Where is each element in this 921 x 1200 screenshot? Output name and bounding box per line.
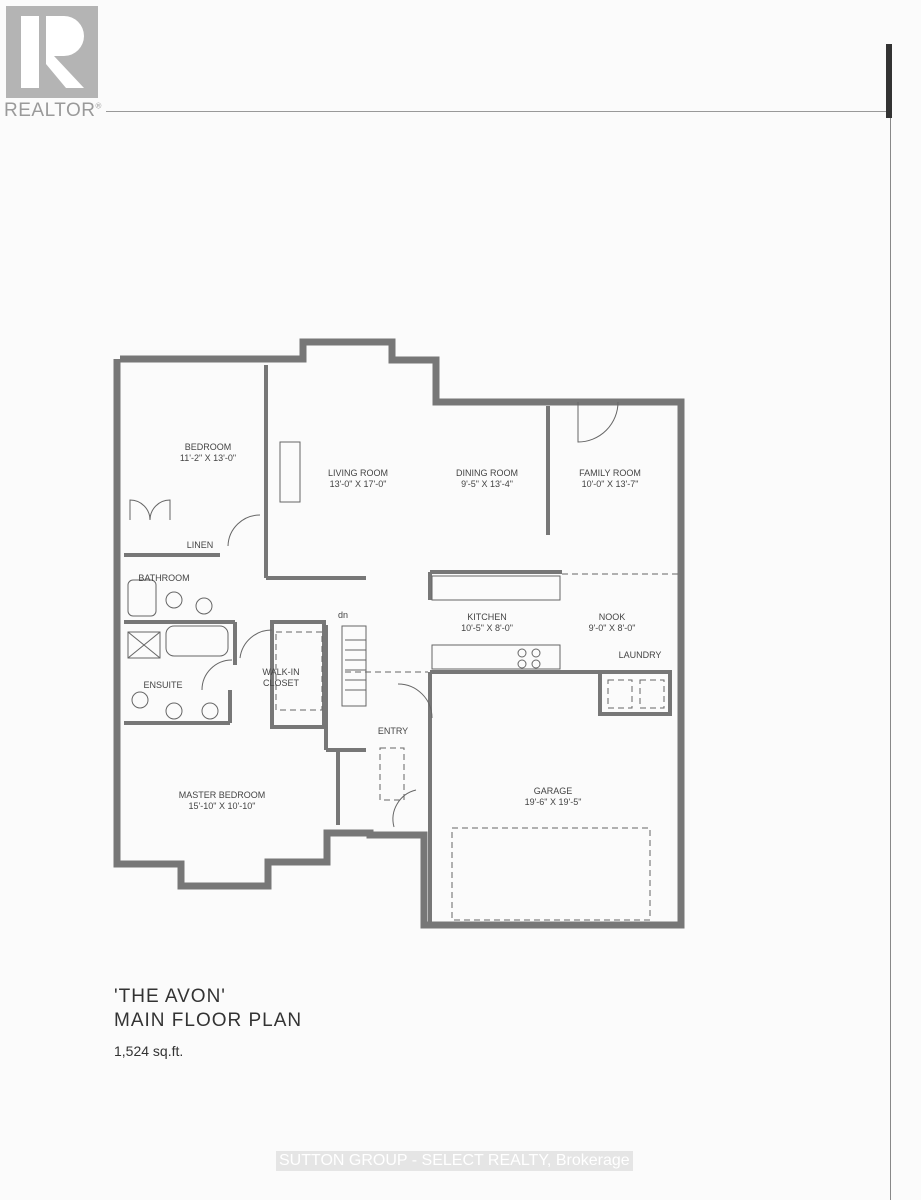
plan-name: 'THE AVON' <box>114 986 226 1007</box>
plan-subtitle: MAIN FLOOR PLAN <box>114 1010 303 1031</box>
logo-bowl-icon <box>46 16 84 88</box>
scan-edge-line <box>890 118 891 1200</box>
logo-stem <box>21 16 39 88</box>
square-footage: 1,524 sq.ft. <box>114 1043 184 1059</box>
stairs-down-label: dn <box>337 610 349 620</box>
realtor-logo-icon <box>6 6 98 98</box>
scan-edge-bar <box>886 44 892 118</box>
header-rule <box>106 111 888 112</box>
plan-title: 'THE AVON' MAIN FLOOR PLAN <box>114 985 302 1033</box>
room-label-ensuite: ENSUITE <box>143 680 183 690</box>
room-label-entry: ENTRY <box>377 726 409 736</box>
room-label-laundry: LAUNDRY <box>618 650 662 660</box>
room-label-linen: LINEN <box>186 540 214 550</box>
brokerage-watermark: SUTTON GROUP - SELECT REALTY, Brokerage <box>276 1151 633 1171</box>
room-label-bathroom: BATHROOM <box>138 573 190 583</box>
realtor-logo-text: REALTOR® <box>4 100 102 121</box>
